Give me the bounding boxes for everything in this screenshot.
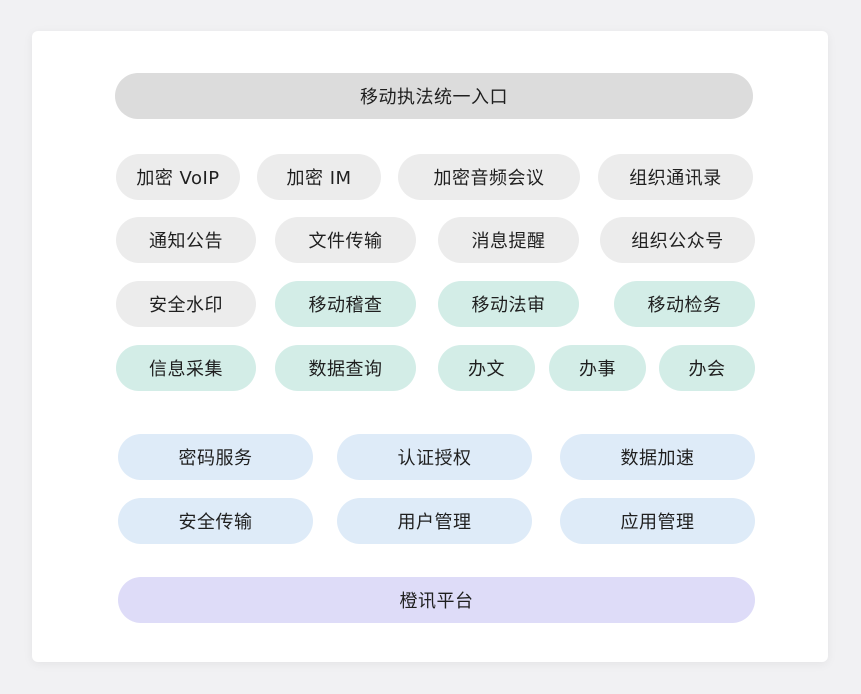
service-secure-transport: 安全传输 [118, 498, 313, 544]
module-mobile-inspection: 移动稽查 [275, 281, 416, 327]
module-encrypted-voip: 加密 VoIP [116, 154, 240, 200]
module-mobile-legal-review: 移动法审 [438, 281, 579, 327]
module-org-directory: 组织通讯录 [598, 154, 753, 200]
module-meetings: 办会 [659, 345, 755, 391]
module-affairs: 办事 [549, 345, 646, 391]
platform-bar: 橙讯平台 [118, 577, 755, 623]
service-user-management: 用户管理 [337, 498, 532, 544]
module-encrypted-im: 加密 IM [257, 154, 381, 200]
module-mobile-procuratorate: 移动检务 [614, 281, 755, 327]
module-encrypted-audio-conference: 加密音频会议 [398, 154, 580, 200]
module-documents: 办文 [438, 345, 535, 391]
service-app-management: 应用管理 [560, 498, 755, 544]
service-data-acceleration: 数据加速 [560, 434, 755, 480]
service-authentication: 认证授权 [337, 434, 532, 480]
module-data-query: 数据查询 [275, 345, 416, 391]
service-cryptography: 密码服务 [118, 434, 313, 480]
module-file-transfer: 文件传输 [275, 217, 416, 263]
module-org-official-account: 组织公众号 [600, 217, 755, 263]
entry-bar: 移动执法统一入口 [115, 73, 753, 119]
module-info-collection: 信息采集 [116, 345, 256, 391]
module-notice: 通知公告 [116, 217, 256, 263]
module-security-watermark: 安全水印 [116, 281, 256, 327]
module-message-reminder: 消息提醒 [438, 217, 579, 263]
